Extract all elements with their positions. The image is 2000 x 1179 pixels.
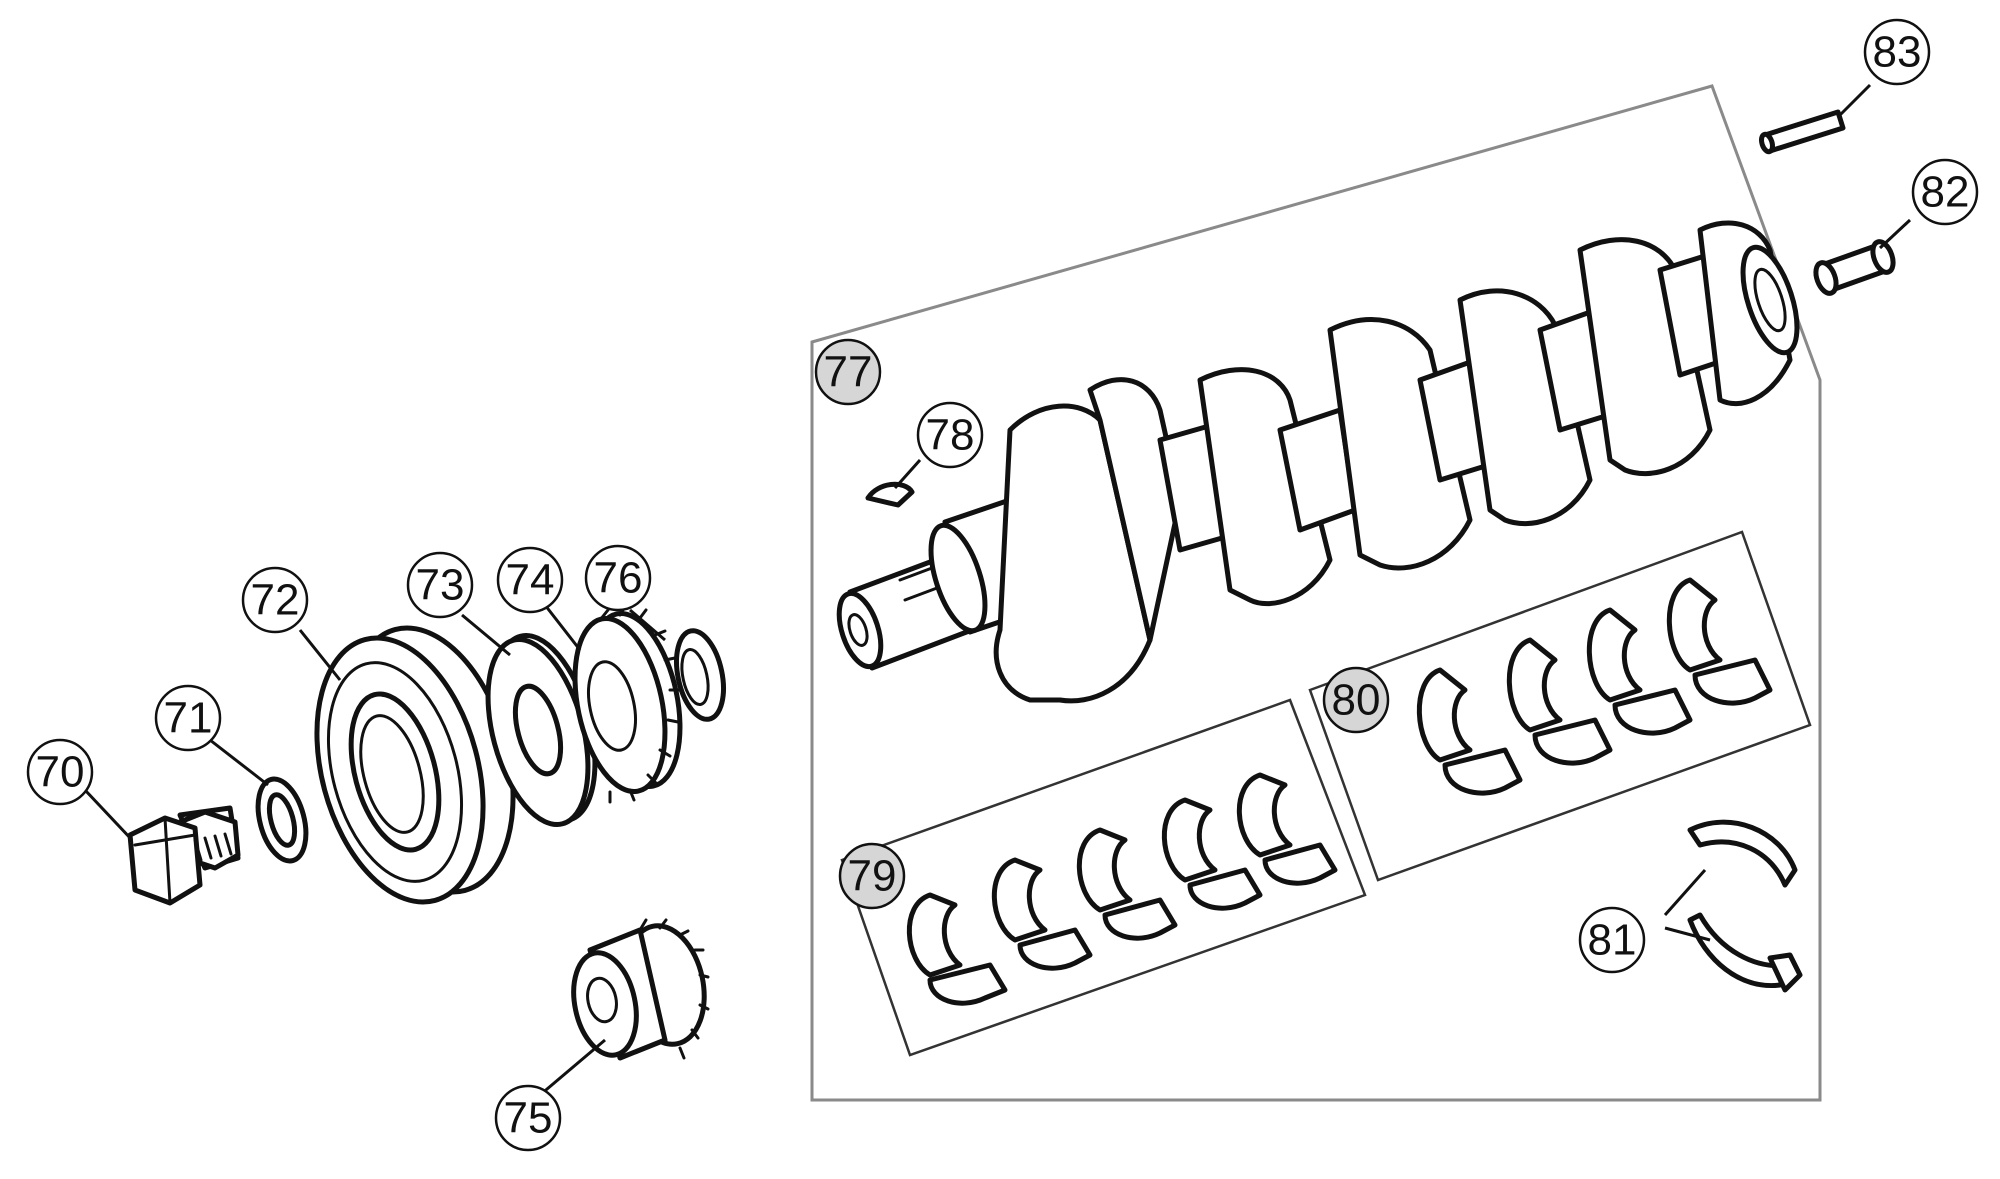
callout-70-label: 70 [36,748,85,797]
seal-part-76 [674,628,726,722]
callout-78: 78 [916,401,984,469]
callout-73: 73 [406,551,474,619]
callout-79-circle [838,842,906,910]
callout-77-circle [814,338,882,406]
callout-72-label: 72 [251,576,300,625]
callout-74: 74 [496,546,564,614]
bearing-shells-part-79 [906,772,1338,1006]
callout-80-label: 80 [1332,676,1381,725]
callout-83: 83 [1863,18,1931,86]
callout-81: 81 [1578,906,1646,974]
callout-72: 72 [241,566,309,634]
callout-77: 77 [814,338,882,406]
callout-80-circle [1322,666,1390,734]
callout-81-label: 81 [1588,916,1637,965]
callout-76-label: 76 [594,554,643,603]
thrust-washers-part-81 [1687,819,1803,993]
callout-78-label: 78 [926,411,975,460]
spacer-part-73 [485,633,598,827]
callout-74-label: 74 [506,556,555,605]
bearing-set-80-box [1308,530,1812,882]
callout-71: 71 [154,684,222,752]
key-part-78 [865,481,915,508]
callout-71-label: 71 [164,694,213,743]
bolt-part-70 [127,805,241,906]
callout-76-circle [584,544,652,612]
callout-82-label: 82 [1921,168,1970,217]
callout-79-label: 79 [848,852,897,901]
sprocket-part-74 [572,603,683,804]
callout-75: 75 [494,1084,562,1152]
callout-70: 70 [26,738,94,806]
callout-83-circle [1863,18,1931,86]
callout-73-circle [406,551,474,619]
leader-lines [83,83,1912,1097]
callout-72-circle [241,566,309,634]
callout-76: 76 [584,544,652,612]
callout-75-circle [494,1084,562,1152]
crankshaft-assembly-frame [810,84,1822,1102]
bush-part-82 [1813,239,1896,296]
callout-80: 80 [1322,666,1390,734]
callout-74-circle [496,546,564,614]
callout-77-label: 77 [824,348,873,397]
dowel-pin-part-83 [1758,109,1846,155]
washer-part-71 [255,776,309,864]
callout-81-circle [1578,906,1646,974]
crankshaft-part-77 [836,220,1800,704]
callout-79: 79 [838,842,906,910]
callout-78-circle [916,401,984,469]
bearing-shells-part-80 [1416,577,1773,796]
callout-83-label: 83 [1873,28,1922,77]
bearing-set-79-box [840,698,1367,1057]
callout-71-circle [154,684,222,752]
callout-73-label: 73 [416,561,465,610]
callout-75-label: 75 [504,1094,553,1143]
sprocket-part-75 [571,918,710,1061]
pulley-part-72 [314,625,516,905]
callout-70-circle [26,738,94,806]
callout-82-circle [1911,158,1979,226]
callout-82: 82 [1911,158,1979,226]
